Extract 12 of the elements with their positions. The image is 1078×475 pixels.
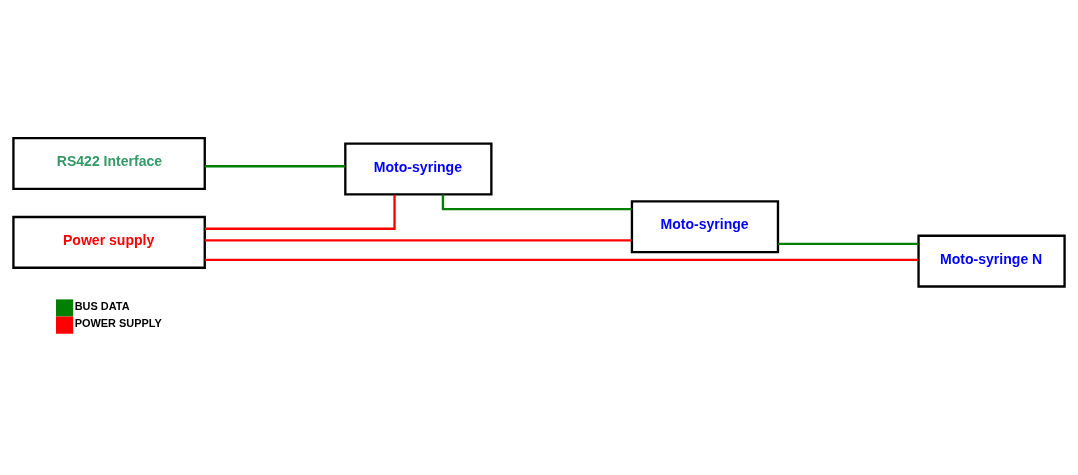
connector (204, 165, 346, 168)
node-box: Moto-syringe N (917, 234, 1066, 288)
node-box: Moto-syringe (344, 142, 493, 196)
connector (204, 239, 632, 242)
node-box: Power supply (12, 215, 206, 269)
connector (204, 258, 919, 262)
legend-label: BUS DATA (74, 300, 130, 313)
connector (204, 194, 396, 230)
connector (778, 242, 919, 246)
node-box: RS422 Interface (12, 136, 206, 191)
legend-label: POWER SUPPLY (74, 317, 162, 330)
node-box: Moto-syringe (630, 200, 780, 254)
